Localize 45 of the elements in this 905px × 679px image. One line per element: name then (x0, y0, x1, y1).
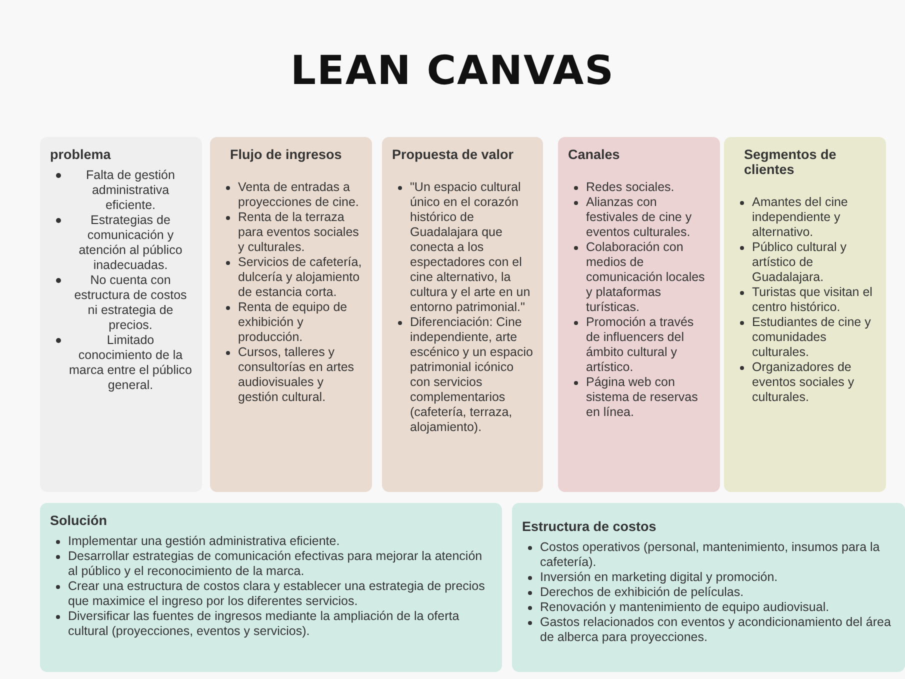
bullet-item: Gastos relacionados con eventos y acondicionamiento del área de alberca para proyecciones. (540, 615, 892, 645)
bullet-item: Servicios de cafetería, dulcería y alojamiento de estancia corta. (238, 255, 362, 300)
bullet-item: Costos operativos (personal, mantenimiento, insumos para la cafetería). (540, 540, 881, 570)
bullet-item: Limitado conocimiento de la marca entre el público general. (69, 333, 192, 393)
bullet-item: Inversión en marketing digital y promoción. (540, 570, 779, 585)
bullet-item: Turistas que visitan el centro histórico. (752, 285, 874, 315)
bullet-item: Cursos, talleres y consultorías en artes audiovisuales y gestión cultural. (238, 345, 356, 405)
canvas-card (724, 137, 886, 492)
bullet-item: Crear una estructura de costos clara y establecer una estrategia de precios que maximice el ingreso por los diferentes servicios. (68, 579, 486, 609)
bullet-item: Estrategias de comunicación y atención al público inadecuadas. (78, 213, 184, 273)
bullet-item: No cuenta con estructura de costos ni estrategia de precios. (73, 273, 188, 333)
canvas-card (512, 503, 905, 672)
section-heading: Estructura de costos (522, 519, 658, 534)
bullet-item: Colaboración con medios de comunicación locales y plataformas turísticas. (586, 240, 706, 315)
bullet-item: Desarrollar estrategias de comunicación efectivas para mejorar la atención al público y el reconocimiento de la marca. (68, 549, 484, 579)
section-heading: Flujo de ingresos (230, 147, 343, 162)
bullet-item: Público cultural y artístico de Guadalajara. (752, 240, 848, 285)
canvas-card (40, 137, 202, 492)
bullet-item: Diversificar las fuentes de ingresos mediante la ampliación de la oferta cultural (proyecciones, eventos y servicios). (68, 609, 460, 639)
bullet-item: Diferenciación: Cine independiente, arte escénico y un espacio patrimonial icónico con servicios complementarios (cafetería, terraza, alojamiento). (410, 315, 533, 435)
canvas-card (558, 137, 720, 492)
bullet-item: Implementar una gestión administrativa eficiente. (68, 534, 341, 549)
bullet-item: Renta de la terraza para eventos sociales y culturales. (238, 210, 360, 255)
bullet-item: Renovación y mantenimiento de equipo audiovisual. (540, 600, 830, 615)
bullet-item: Estudiantes de cine y comunidades culturales. (752, 315, 872, 360)
title: LEAN CANVAS (290, 48, 616, 94)
bullet-item: Amantes del cine independiente y alternativo. (752, 195, 849, 240)
bullet-item: Página web con sistema de reservas en línea. (586, 375, 699, 420)
canvas-card (40, 503, 502, 672)
section-heading: problema (50, 147, 112, 162)
canvas-card (382, 137, 543, 492)
section-heading: Solución (50, 513, 108, 528)
bullet-item: Alianzas con festivales de cine y eventos culturales. (586, 195, 693, 240)
bullet-item: Organizadores de eventos sociales y culturales. (752, 360, 856, 405)
bullet-item: Falta de gestión administrativa eficiente. (85, 168, 176, 213)
section-heading: Canales (568, 147, 621, 162)
section-heading: Propuesta de valor (392, 147, 515, 162)
section-heading: Segmentos de clientes (744, 147, 838, 177)
bullet-item: Promoción a través de influencers del ámbito cultural y artístico. (586, 315, 695, 375)
bullet-item: "Un espacio cultural único en el corazón histórico de Guadalajara que conecta a los espectadores con el cine alternativo, la cultura y el arte en un entorno patrimonial." (410, 180, 532, 315)
bullet-item: Renta de equipo de exhibición y producción. (238, 300, 348, 345)
bullet-item: Derechos de exhibición de películas. (540, 585, 745, 600)
bullet-item: Redes sociales. (586, 180, 676, 195)
canvas-card (210, 137, 372, 492)
bullet-item: Venta de entradas a proyecciones de cine. (238, 180, 360, 210)
